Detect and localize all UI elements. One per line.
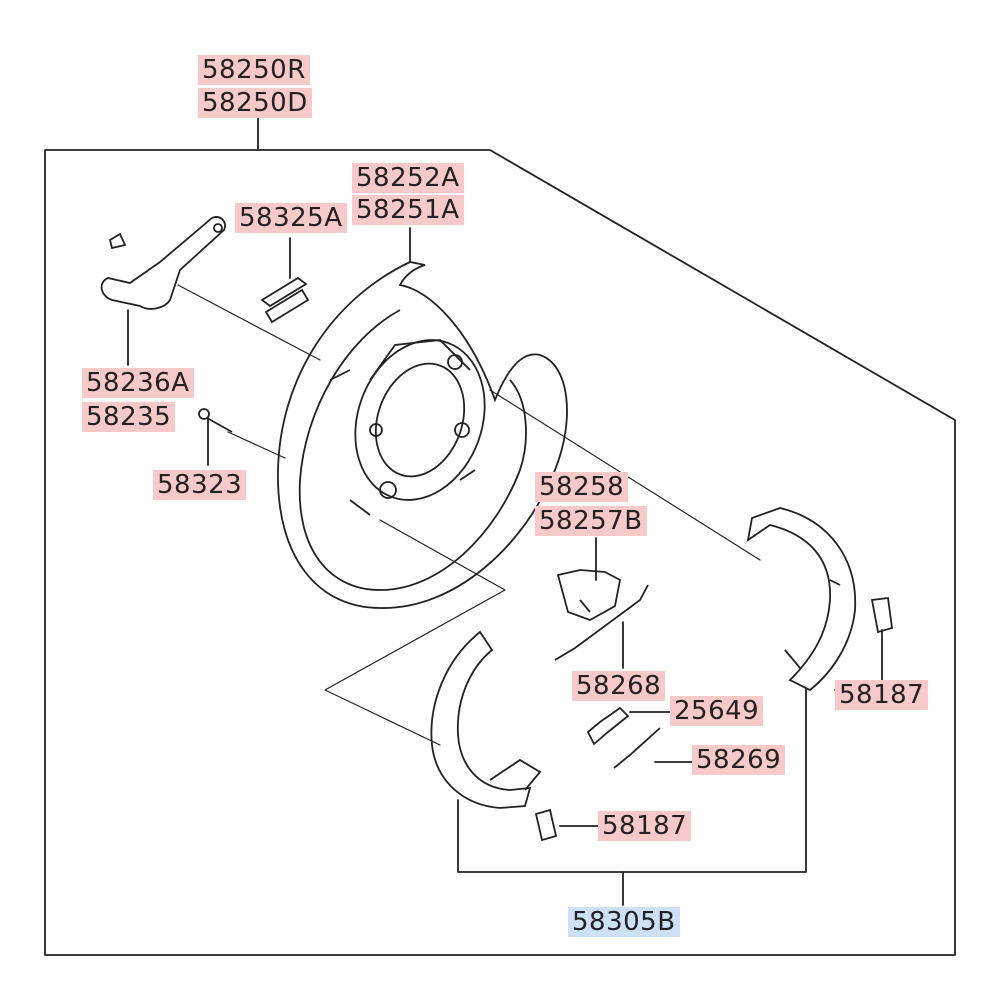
retainer-left [534,808,558,842]
adjuster-assembly [554,569,649,661]
hold-down-pin [198,408,233,433]
brake-shoe-right [746,507,857,692]
label-58325A[interactable]: 58325A [235,203,347,233]
label-58236A[interactable]: 58236A [82,368,194,398]
label-58250R[interactable]: 58250R [198,55,310,85]
label-58305B[interactable]: 58305B [568,907,680,937]
adjuster-screw [586,706,630,746]
assembly-frame [44,149,956,956]
backing-plate [277,261,568,609]
label-58252A[interactable]: 58252A [352,163,464,193]
label-58269[interactable]: 58269 [692,745,786,775]
label-58268[interactable]: 58268 [572,671,666,701]
brake-shoe-left [430,630,542,809]
spring-lower-shape [613,727,661,769]
label-58187-right[interactable]: 58187 [835,680,929,710]
parking-lever [100,216,226,310]
guide-lines [177,284,761,746]
retaining-clip [260,276,310,324]
label-58323[interactable]: 58323 [153,470,247,500]
label-25649[interactable]: 25649 [670,696,764,726]
retainer-right [870,596,893,634]
shoe-kit-bracket [457,687,807,873]
label-58235[interactable]: 58235 [82,402,176,432]
label-58251A[interactable]: 58251A [352,195,464,225]
label-58257B[interactable]: 58257B [535,506,647,536]
label-58250D[interactable]: 58250D [198,88,312,118]
label-58258[interactable]: 58258 [535,472,629,502]
label-58187-left[interactable]: 58187 [598,811,692,841]
spring-upper-shape [554,584,649,661]
